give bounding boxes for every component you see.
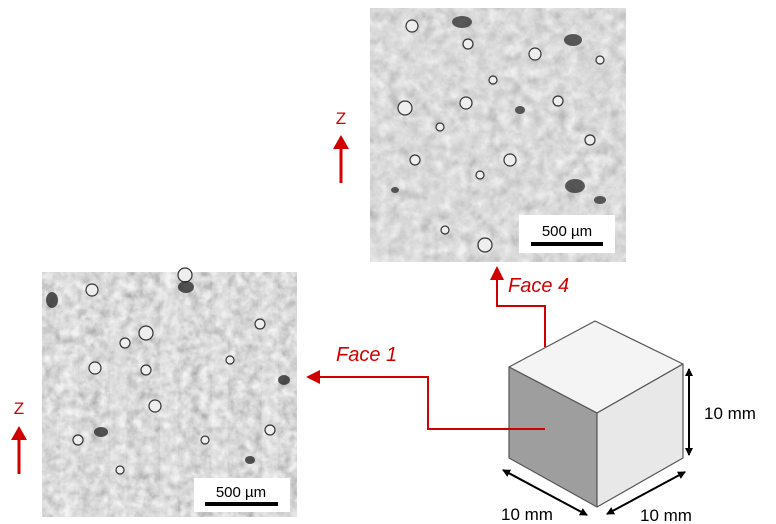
z-axis-indicator-bottom: Z (11, 399, 27, 474)
vertical-track-bands (60, 272, 278, 517)
up-arrow-head (11, 426, 27, 440)
up-arrow-head (333, 135, 349, 149)
dark-pores (46, 281, 290, 464)
scale-bar-label-top: 500 µm (542, 223, 592, 240)
z-axis-label-top: Z (336, 109, 346, 128)
face-1-label: Face 1 (336, 344, 397, 366)
cube-height-label: 10 mm (704, 404, 756, 423)
particle-features (397, 19, 605, 253)
double-arrow-icon (502, 469, 588, 516)
scale-bar-box-bottom (194, 478, 290, 512)
left-arrow-head (306, 370, 320, 384)
scale-bar-label-bottom: 500 µm (216, 484, 266, 501)
dark-pores (391, 16, 606, 204)
z-axis-indicator-top: Z (333, 109, 349, 183)
particle-features (72, 267, 276, 475)
up-arrow-head (490, 266, 504, 280)
sample-cube (508, 320, 684, 508)
cube-right-face (596, 363, 684, 508)
face-4-label: Face 4 (508, 275, 569, 297)
face-1-leader: Face 1 (306, 344, 545, 430)
micrograph-face-4: 500 µm (370, 8, 626, 262)
face-4-leader: Face 4 (490, 266, 569, 347)
micrograph-face-1: 500 µm (42, 267, 297, 517)
z-axis-label-bottom: Z (14, 399, 24, 418)
scale-bar-box-top (519, 215, 615, 253)
dimension-arrows (502, 368, 693, 516)
cube-width-label: 10 mm (640, 506, 692, 524)
double-arrow-icon (606, 471, 686, 515)
cube-depth-label: 10 mm (501, 505, 553, 524)
